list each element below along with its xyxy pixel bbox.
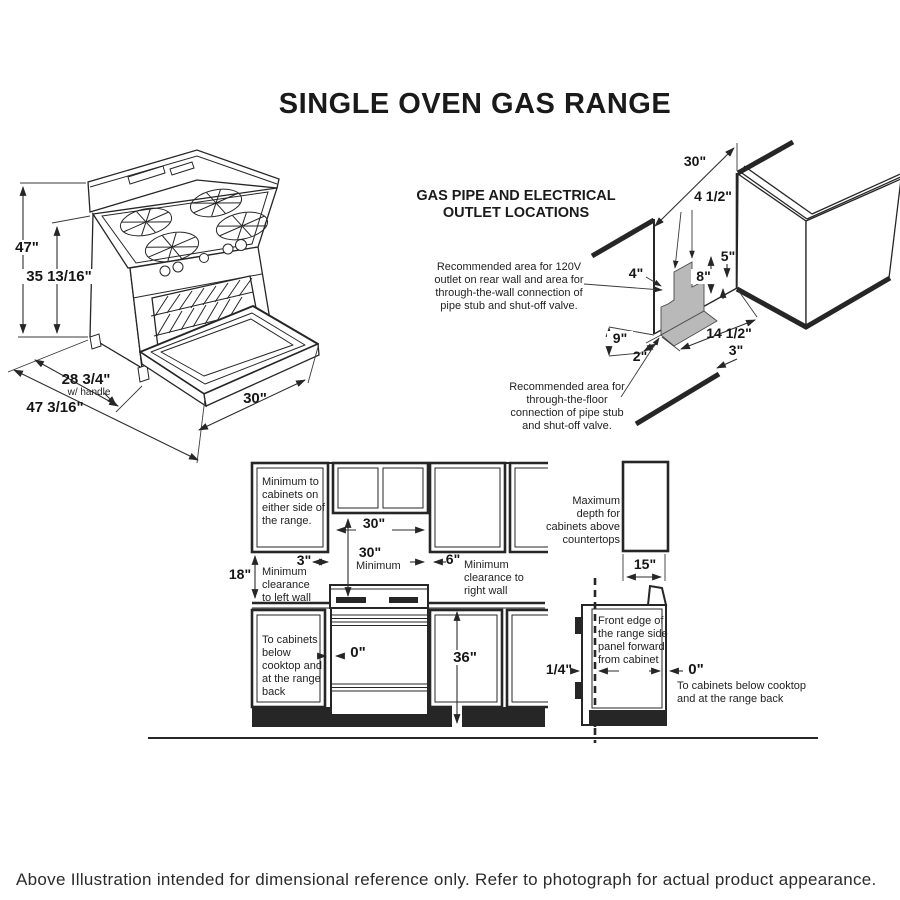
dim-front-0: 0" (350, 644, 366, 661)
dim-depth-door-open: 47 3/16" (26, 399, 84, 416)
label-right-wall-clearance: Minimum clearance to right wall (464, 559, 524, 597)
dim-gas-4: 4" (628, 265, 644, 281)
control-knobs (159, 239, 247, 277)
label-left-wall-clearance: Minimum clearance to left wall (262, 566, 311, 604)
dim-side-15: 15" (633, 556, 657, 572)
dim-gas-8: 8" (691, 269, 716, 284)
gas-pipe-heading-line1: GAS PIPE AND ELECTRICAL (416, 188, 616, 204)
dim-front-vertical-30: 30" (358, 544, 382, 560)
note-wall-outlet: Recommended area for 120V outlet on rear… (434, 261, 584, 312)
dim-front-3: 3" (296, 552, 312, 568)
dim-gas-2: 2" (632, 348, 648, 364)
dim-gas-4-5: 4 1/2" (694, 188, 732, 204)
range-isometric-drawing (7, 149, 320, 464)
dim-cooktop-height: 35 13/16" (20, 269, 98, 284)
dim-side-0: 0" (688, 661, 704, 678)
dim-side-quarter: 1/4" (545, 661, 572, 677)
footer-caption: Above Illustration intended for dimensio… (16, 870, 877, 889)
gas-pipe-diagram (583, 139, 900, 427)
label-side-below-cooktop: To cabinets below cooktop and at the ran… (677, 680, 807, 705)
dim-door-width-30: 30" (243, 390, 267, 407)
dim-depth-with-handle: 28 3/4" (61, 371, 111, 388)
note-floor-connection: Recommended area for through-the-floor c… (509, 381, 625, 432)
dim-front-6: 6" (445, 551, 461, 567)
label-front-edge: Front edge of the range side panel forwa… (598, 615, 668, 666)
side-clearance-diagram (570, 460, 683, 743)
dim-gas-30: 30" (683, 153, 707, 169)
page-title: SINGLE OVEN GAS RANGE (278, 88, 672, 120)
burner-grates (119, 188, 269, 263)
dim-front-opening-30: 30" (356, 516, 392, 531)
dim-depth-with-handle-sub: w/ handle (67, 387, 111, 398)
front-clearance-diagram (250, 461, 548, 729)
adjacent-cabinet (735, 165, 900, 330)
dim-gas-9: 9" (607, 331, 633, 346)
label-below-cooktop: To cabinets below cooktop and at the ran… (262, 634, 322, 698)
dim-front-18: 18" (228, 566, 252, 582)
dim-height-47: 47" (6, 240, 48, 255)
gas-pipe-dimensions (583, 143, 758, 398)
dim-gas-14-5: 14 1/2" (706, 325, 752, 341)
label-minimum: Minimum (356, 560, 401, 572)
dim-front-36: 36" (447, 650, 483, 665)
label-max-cabinet-depth: Maximum depth for cabinets above counter… (546, 495, 620, 546)
dim-gas-5: 5" (720, 248, 736, 264)
oven-rack-hatching (154, 277, 253, 337)
range-dimensions (7, 182, 319, 464)
dim-gas-3: 3" (728, 342, 744, 358)
gas-pipe-heading-line2: OUTLET LOCATIONS (442, 205, 590, 221)
range-front-view (329, 584, 429, 716)
label-min-side-cabinets: Minimum to cabinets on either side of th… (262, 476, 325, 527)
